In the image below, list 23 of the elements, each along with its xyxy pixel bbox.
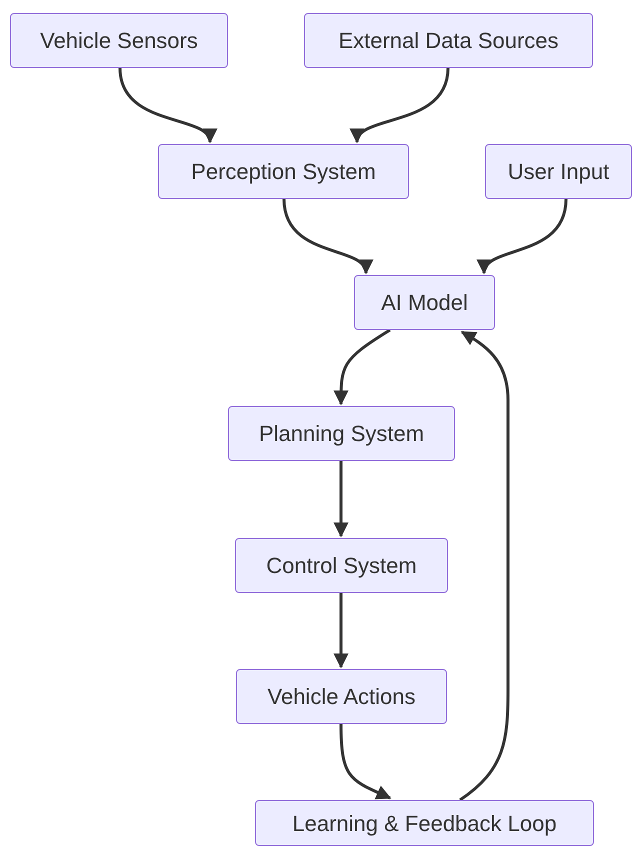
process-box [158,144,409,199]
process-box [255,800,594,846]
node-label: Control System [266,552,417,580]
process-box [236,669,447,724]
process-box [354,275,495,330]
node-label: External Data Sources [338,27,559,55]
process-box [10,13,228,68]
process-box [304,13,593,68]
node-label: Planning System [258,420,424,448]
node-label: User Input [508,158,610,186]
process-box [485,144,632,199]
node-label: Vehicle Actions [268,683,416,711]
arrow [459,330,510,802]
process-box [228,406,455,461]
node-label: Perception System [191,158,376,186]
node-label: AI Model [381,289,468,317]
arrow [334,593,348,668]
node-label: Learning & Feedback Loop [292,810,557,838]
process-box [235,538,448,593]
node-label: Vehicle Sensors [40,27,198,55]
arrow [334,461,348,538]
arrow [340,724,392,800]
arrow [334,328,391,406]
